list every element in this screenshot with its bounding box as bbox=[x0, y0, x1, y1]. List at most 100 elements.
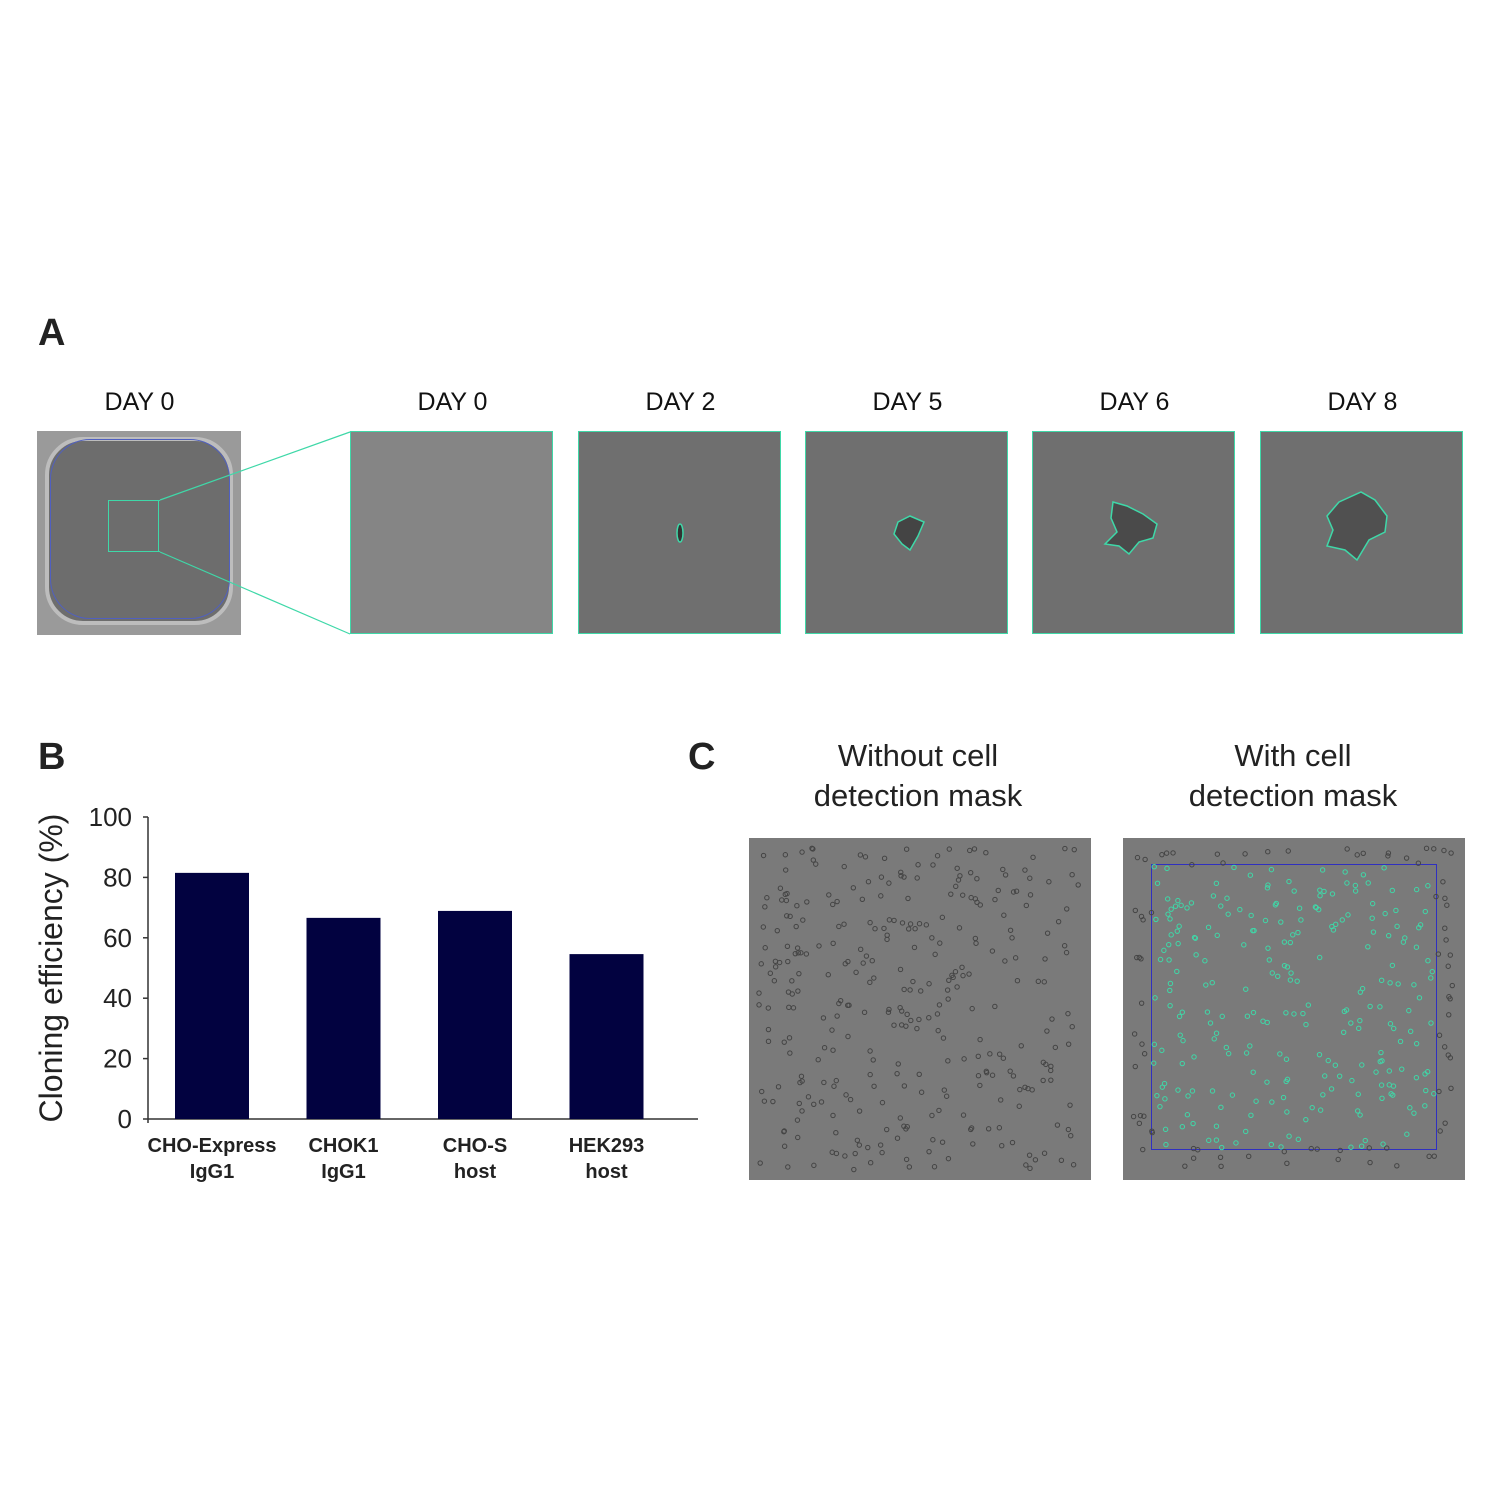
cell bbox=[1247, 1043, 1253, 1049]
cell bbox=[1381, 865, 1387, 871]
cell bbox=[1411, 982, 1417, 988]
cell bbox=[1009, 1139, 1016, 1146]
cell bbox=[901, 1123, 907, 1129]
y-axis-label: Cloning efficiency (%) bbox=[33, 814, 69, 1123]
cell bbox=[859, 896, 866, 902]
cell bbox=[1044, 1028, 1050, 1034]
cell bbox=[1179, 1060, 1185, 1067]
cell bbox=[1429, 968, 1435, 975]
cell bbox=[910, 978, 916, 985]
cell bbox=[836, 1000, 842, 1007]
cell bbox=[785, 1164, 791, 1170]
cell bbox=[1022, 1084, 1028, 1091]
cell bbox=[1167, 916, 1173, 922]
cell bbox=[895, 1061, 901, 1067]
cell bbox=[1317, 893, 1323, 899]
cell bbox=[1231, 864, 1237, 871]
cell bbox=[923, 922, 930, 928]
cell bbox=[1162, 1096, 1168, 1102]
day-label: DAY 6 bbox=[1099, 388, 1170, 416]
micrograph-without-mask bbox=[749, 838, 1091, 1180]
cell bbox=[940, 1035, 947, 1041]
cell bbox=[1377, 1004, 1383, 1010]
y-tick-label: 80 bbox=[103, 862, 132, 892]
cell bbox=[878, 874, 885, 880]
cell bbox=[1067, 1102, 1073, 1108]
cell bbox=[1320, 1092, 1326, 1098]
cell bbox=[1264, 885, 1271, 891]
cell bbox=[884, 1126, 890, 1133]
cell bbox=[1063, 949, 1070, 956]
cell bbox=[767, 970, 774, 976]
cell bbox=[1000, 866, 1006, 873]
cell bbox=[1314, 1146, 1320, 1152]
cell bbox=[996, 1051, 1003, 1057]
zoom-bracket-left bbox=[108, 500, 121, 552]
cell bbox=[985, 1126, 992, 1132]
cell bbox=[1268, 1141, 1274, 1148]
cell bbox=[1295, 1136, 1302, 1143]
cell bbox=[885, 1009, 892, 1015]
cell bbox=[1007, 927, 1014, 933]
cell bbox=[1176, 1013, 1183, 1020]
cell bbox=[1317, 1107, 1324, 1113]
cells-overlay bbox=[756, 845, 1081, 1173]
cell bbox=[1382, 910, 1388, 917]
cell bbox=[936, 1002, 943, 1008]
cell bbox=[821, 1079, 827, 1086]
cell bbox=[870, 1057, 876, 1063]
cell bbox=[1219, 1144, 1225, 1151]
cell bbox=[903, 846, 910, 852]
cell bbox=[987, 1051, 993, 1057]
cell bbox=[779, 897, 785, 903]
cell bbox=[1441, 1044, 1448, 1050]
cell bbox=[1367, 1159, 1373, 1166]
cell bbox=[760, 852, 767, 859]
cell bbox=[1355, 1091, 1361, 1097]
cell bbox=[1442, 1120, 1448, 1126]
cell bbox=[937, 940, 943, 946]
cell bbox=[1010, 889, 1017, 895]
cell bbox=[1436, 1032, 1443, 1038]
cell bbox=[905, 895, 911, 902]
cell bbox=[1157, 956, 1164, 963]
x-tick-label: CHO-Express bbox=[148, 1135, 277, 1157]
cell bbox=[878, 893, 884, 899]
well-detection-outline bbox=[50, 439, 230, 619]
cell bbox=[1283, 1056, 1290, 1062]
cell bbox=[1394, 923, 1400, 930]
micrograph-day2 bbox=[578, 431, 781, 634]
cell bbox=[1192, 935, 1199, 941]
cell bbox=[774, 927, 780, 934]
cell bbox=[1061, 943, 1068, 949]
cell bbox=[860, 960, 866, 966]
y-tick-label: 60 bbox=[103, 923, 132, 953]
cell bbox=[1423, 1087, 1429, 1094]
cell bbox=[1425, 957, 1431, 964]
cell bbox=[1264, 1079, 1270, 1085]
cell bbox=[974, 899, 980, 905]
cell bbox=[916, 1016, 922, 1023]
cell bbox=[1440, 879, 1446, 885]
cell bbox=[1243, 986, 1249, 992]
cell bbox=[1002, 958, 1008, 964]
cell bbox=[871, 975, 877, 981]
cell bbox=[782, 867, 789, 873]
cell bbox=[1213, 880, 1220, 887]
cell bbox=[1378, 1082, 1385, 1088]
cell bbox=[1265, 945, 1271, 951]
cell bbox=[1017, 1086, 1023, 1093]
cell bbox=[989, 948, 996, 954]
cell bbox=[1366, 1145, 1372, 1151]
cell bbox=[1058, 1157, 1065, 1164]
cell bbox=[833, 1150, 840, 1157]
cell bbox=[1065, 1126, 1072, 1133]
cell bbox=[777, 885, 784, 891]
bar bbox=[438, 910, 512, 1119]
cell bbox=[1399, 1066, 1405, 1072]
cell bbox=[781, 1039, 787, 1045]
cell bbox=[1277, 1051, 1283, 1057]
cell bbox=[845, 958, 851, 965]
cell bbox=[845, 1002, 851, 1008]
cell bbox=[834, 1013, 840, 1019]
